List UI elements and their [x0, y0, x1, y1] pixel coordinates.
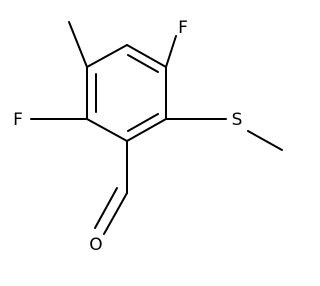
- fluorine-top-bond: [165, 35, 177, 68]
- oxygen-label: O: [89, 235, 102, 255]
- ring-double-bond-c3-c4: [127, 113, 159, 132]
- sulfur-label: S: [232, 110, 243, 130]
- ring-bond-c3-c4: [126, 118, 167, 142]
- ring-bond-c6-c1: [86, 44, 128, 68]
- ring-bond-c1-c2: [126, 44, 167, 68]
- sulfur-methyl-bond: [247, 130, 283, 151]
- ring-double-bond-c1-c2: [127, 54, 159, 73]
- ring-bond-c4-c5: [86, 118, 128, 142]
- benzene-ring: [86, 44, 167, 142]
- aldehyde-co-double-bond: [94, 187, 118, 229]
- aldehyde-co-bond: [103, 192, 128, 235]
- fluorine-top-label: F: [178, 18, 188, 38]
- fluorine-left-label: F: [13, 110, 23, 130]
- molecule-structure-diagram: F F S O: [13, 18, 283, 255]
- methyl-bond: [68, 21, 88, 68]
